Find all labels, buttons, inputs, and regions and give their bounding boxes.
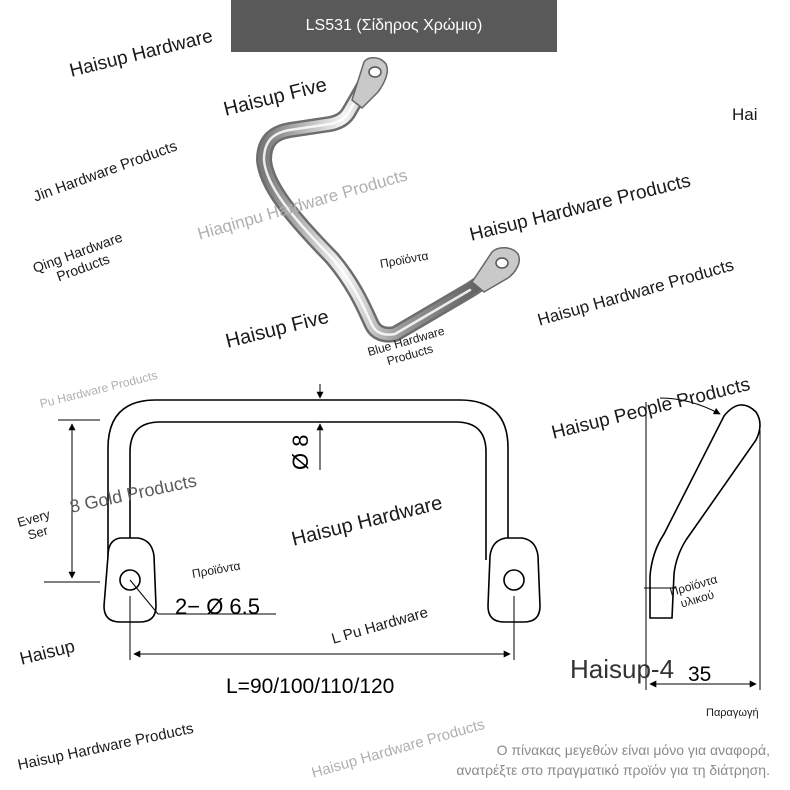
handle-photo-icon — [256, 57, 520, 343]
length-label: L=90/100/110/120 — [226, 675, 395, 698]
product-title: LS531 (Σίδηρος Χρώμιο) — [231, 0, 557, 52]
reference-note-line: ανατρέξτε στο πραγματικό προϊόν για τη δ… — [456, 761, 770, 778]
diameter-label: Ø 8 — [288, 434, 313, 470]
watermark-text: Hai — [732, 105, 758, 124]
side-view-drawing — [644, 397, 761, 690]
front-view-drawing — [44, 384, 541, 660]
watermark-text: Παραγωγή — [706, 707, 759, 719]
holes-label: 2− Ø 6.5 — [175, 594, 261, 619]
watermark-text: Haisup-4 — [570, 654, 675, 684]
depth-label: 35 — [688, 663, 712, 686]
reference-note: Ο πίνακας μεγεθών είναι μόνο για αναφορά… — [410, 741, 770, 780]
reference-note-line: Ο πίνακας μεγεθών είναι μόνο για αναφορά… — [496, 742, 770, 758]
